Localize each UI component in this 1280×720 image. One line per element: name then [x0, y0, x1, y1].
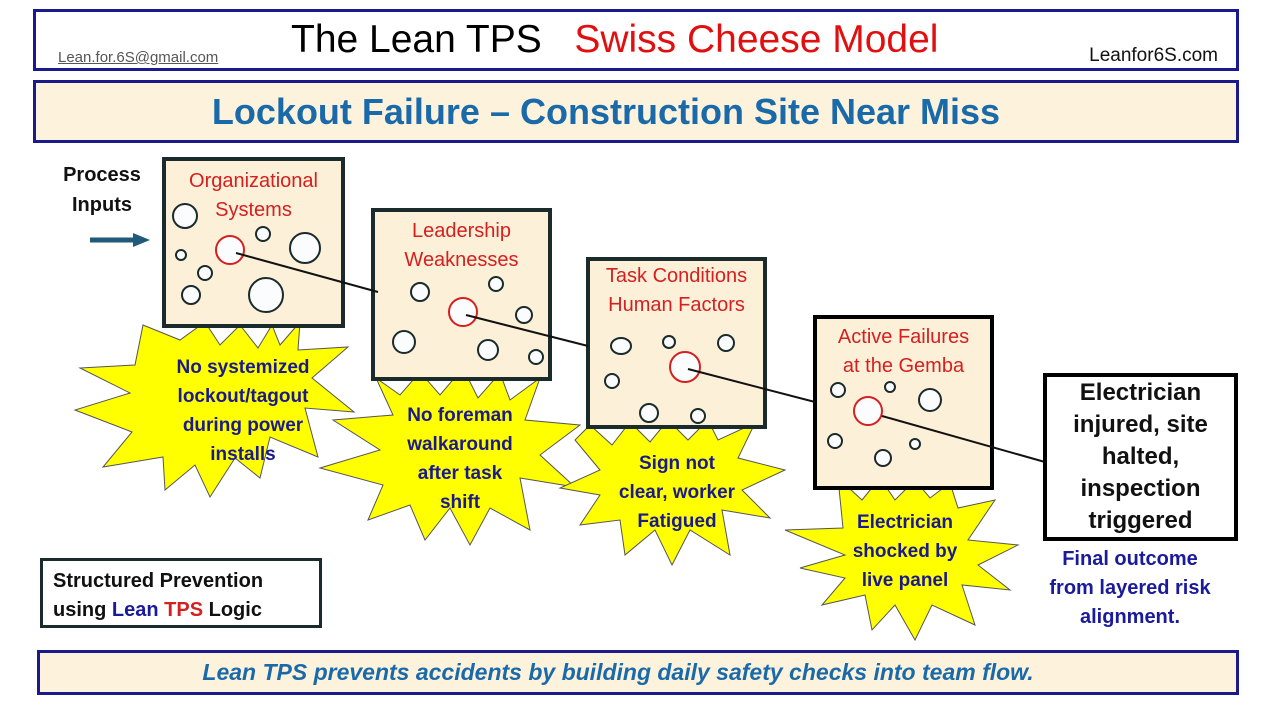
prevention-prefix: using	[53, 599, 107, 621]
prevention-box: Structured Prevention using Lean TPS Log…	[40, 558, 322, 628]
burst-3-line: Sign not	[639, 453, 715, 474]
layer-1-title: Organizational	[189, 170, 318, 192]
layer-label-4: Active Failures at the Gemba	[815, 323, 992, 381]
prevention-line1: Structured Prevention	[53, 570, 264, 592]
layer-3-subtitle: Human Factors	[608, 294, 745, 316]
burst-2-line: No foreman	[407, 405, 513, 426]
outcome-line: triggered	[1088, 507, 1193, 534]
prevention-line2: using Lean TPS Logic	[53, 596, 319, 625]
outcome-line: halted,	[1101, 443, 1180, 470]
prevention-lean: Lean	[111, 599, 159, 621]
outcome-note-line: Final outcome	[1062, 548, 1198, 570]
layer-2-subtitle: Weaknesses	[404, 249, 519, 271]
burst-text-2: No foreman walkaround after task shift	[360, 401, 560, 517]
layer-2-title: Leadership	[412, 220, 511, 242]
cheese-layer-4	[813, 315, 994, 490]
email-link[interactable]: Lean.for.6S@gmail.com	[58, 49, 219, 66]
layer-4-title: Active Failures	[837, 326, 970, 348]
burst-1-line: No systemized	[176, 357, 310, 378]
outcome-note: Final outcome from layered risk alignmen…	[1025, 545, 1235, 632]
process-inputs-label: Process Inputs	[52, 160, 152, 220]
process-inputs-line2: Inputs	[72, 194, 132, 216]
outcome-note-line: alignment.	[1079, 606, 1180, 628]
page-title: The Lean TPS Swiss Cheese Model	[291, 18, 938, 62]
holes-layer-2	[392, 276, 544, 365]
prevention-suffix: Logic	[208, 599, 262, 621]
burst-3-line: Fatigued	[637, 511, 717, 532]
burst-1-line: lockout/tagout	[177, 386, 309, 407]
burst-1-line: installs	[210, 444, 276, 465]
outcome-text: Electrician injured, site halted, inspec…	[1073, 377, 1208, 537]
header-banner: Lean.for.6S@gmail.com The Lean TPS Swiss…	[33, 9, 1239, 71]
subtitle: Lockout Failure – Construction Site Near…	[211, 90, 1001, 132]
process-inputs-line1: Process	[63, 164, 141, 186]
holes-layer-3	[604, 334, 735, 424]
hazard-trajectory-line	[235, 252, 1053, 465]
outcome-line: injured, site	[1073, 411, 1208, 438]
burst-1-line: during power	[182, 415, 304, 436]
layer-label-1: Organizational Systems	[164, 167, 343, 225]
starburst-1	[73, 320, 356, 499]
website-label: Leanfor6S.com	[1089, 45, 1218, 66]
burst-2-line: shift	[439, 492, 481, 513]
layer-label-2: Leadership Weaknesses	[373, 217, 550, 275]
burst-text-3: Sign not clear, worker Fatigued	[577, 449, 777, 536]
layer-1-subtitle: Systems	[215, 199, 292, 221]
prevention-tps: TPS	[164, 599, 204, 621]
subtitle-banner: Lockout Failure – Construction Site Near…	[33, 80, 1239, 143]
holes-layer-4	[827, 381, 942, 467]
burst-4-line: shocked by	[852, 541, 958, 562]
layer-4-subtitle: at the Gemba	[842, 355, 965, 377]
outcome-box: Electrician injured, site halted, inspec…	[1043, 373, 1238, 541]
outcome-note-line: from layered risk	[1049, 577, 1211, 599]
holes-layer-1	[172, 203, 321, 313]
burst-4-line: live panel	[861, 570, 949, 591]
layer-3-title: Task Conditions	[605, 265, 748, 287]
burst-2-line: walkaround	[407, 434, 513, 455]
arrow-right-icon	[90, 233, 150, 247]
burst-3-line: clear, worker	[618, 482, 736, 503]
footer-text: Lean TPS prevents accidents by building …	[202, 659, 1034, 685]
outcome-line: Electrician	[1079, 379, 1202, 406]
outcome-line: inspection	[1080, 475, 1201, 502]
title-part-2: Swiss Cheese Model	[574, 18, 939, 61]
burst-text-1: No systemized lockout/tagout during powe…	[143, 353, 343, 469]
burst-4-line: Electrician	[856, 512, 954, 533]
title-part-1: The Lean TPS	[291, 18, 542, 61]
burst-text-4: Electrician shocked by live panel	[805, 508, 1005, 595]
burst-2-line: after task	[417, 463, 503, 484]
layer-label-3: Task Conditions Human Factors	[588, 262, 765, 320]
footer-banner: Lean TPS prevents accidents by building …	[37, 650, 1239, 695]
